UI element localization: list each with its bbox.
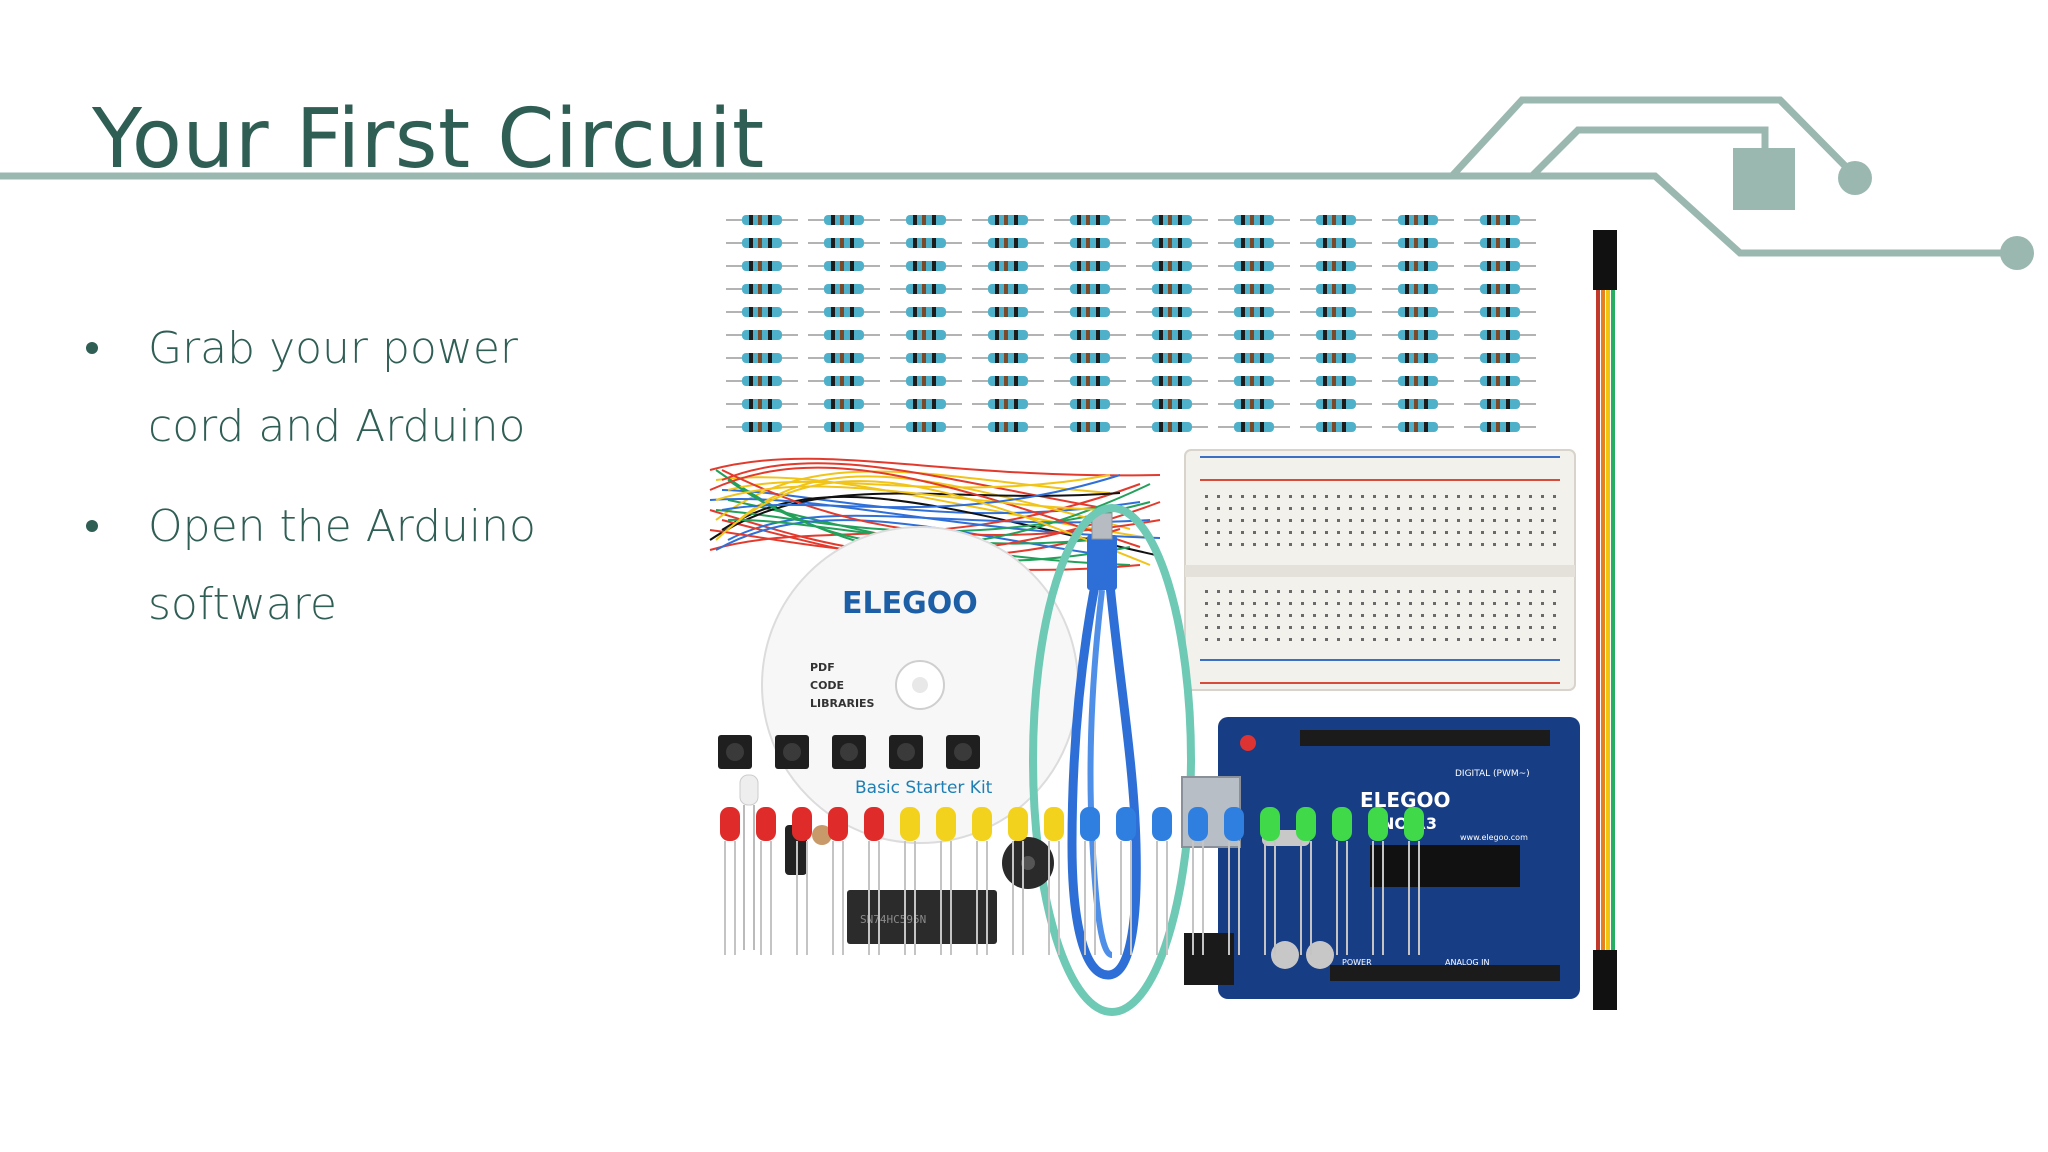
bullet-dot-icon (86, 520, 98, 532)
resistor-grid (726, 215, 1536, 432)
arduino-uno-board: ELEGOO UNO R3 DIGITAL (PWM~) www.elegoo.… (1181, 717, 1580, 999)
board-url: www.elegoo.com (1460, 833, 1528, 842)
chip-label: SN74HC595N (860, 913, 926, 926)
slide-title: Your First Circuit (92, 92, 765, 187)
highlight-ring-usb-cable (1029, 504, 1195, 1016)
bullet-dot-icon (86, 342, 98, 354)
bullet-list: Grab your power cord and Arduino Open th… (80, 310, 588, 666)
ic-chip (847, 890, 997, 944)
small-components: SN74HC595N (739, 774, 1054, 950)
rainbow-jumper-cable (1593, 230, 1617, 1010)
board-power-label: POWER (1342, 958, 1372, 967)
cd-subtitle: Basic Starter Kit (855, 778, 993, 798)
bullet-item: Open the Arduino software (80, 488, 588, 644)
arduino-kit-image: ELEGOO PDF CODE LIBRARIES Basic Starter … (709, 215, 1617, 1016)
cd-line: PDF (810, 661, 835, 674)
cd-line: CODE (810, 679, 844, 692)
bullet-text: Open the Arduino software (148, 501, 536, 630)
cd-brand: ELEGOO (842, 586, 978, 621)
board-digital-label: DIGITAL (PWM~) (1455, 769, 1530, 779)
bullet-item: Grab your power cord and Arduino (80, 310, 588, 466)
bullet-text: Grab your power cord and Arduino (148, 323, 526, 452)
board-analog-label: ANALOG IN (1445, 958, 1490, 967)
push-buttons (718, 735, 980, 769)
breadboard (1184, 449, 1576, 691)
led-row (720, 807, 1424, 955)
cd-line: LIBRARIES (810, 697, 875, 710)
usb-cable (1067, 512, 1141, 980)
